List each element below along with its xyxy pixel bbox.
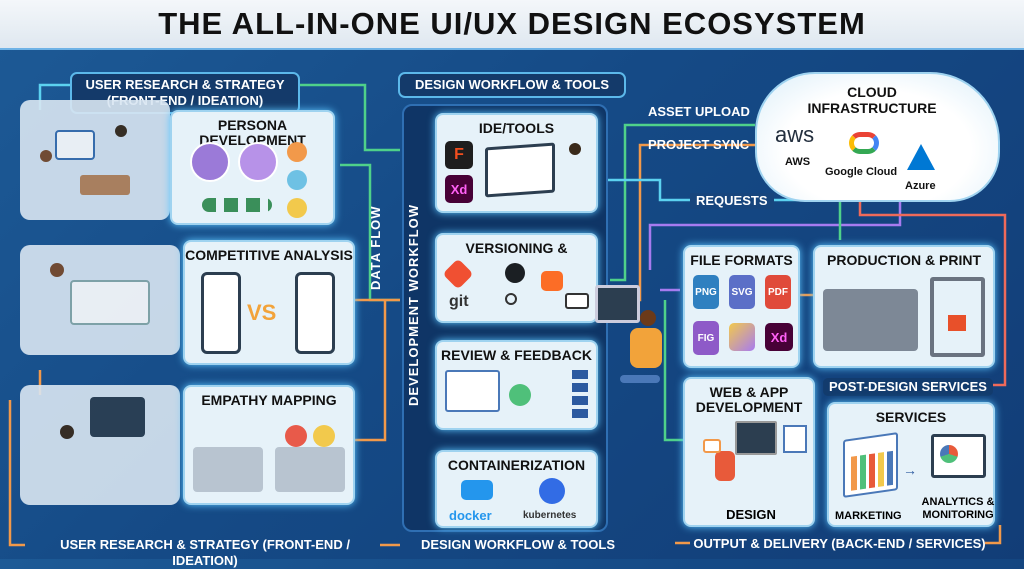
marketing-label: MARKETING [835, 510, 902, 522]
containerization-card: CONTAINERIZATION docker kubernetes [435, 450, 598, 528]
avatar-icon [238, 142, 278, 182]
post-design-services-label: POST-DESIGN SERVICES [823, 378, 993, 396]
git-label: git [449, 293, 469, 310]
png-file-icon: PNG [693, 275, 719, 309]
production-print-card: PRODUCTION & PRINT [813, 245, 995, 368]
xd-file-icon: Xd [765, 323, 793, 351]
empathy-mapping-card: EMPATHY MAPPING [183, 385, 355, 505]
users-icon [202, 198, 272, 212]
versioning-card: VERSIONING & git [435, 233, 598, 323]
web-app-development-card: WEB & APP DEVELOPMENT DESIGN [683, 377, 815, 527]
figma-icon: F [445, 141, 473, 169]
git-icon [442, 258, 474, 290]
middle-section-header: DESIGN WORKFLOW & TOOLS [398, 72, 626, 98]
analysis-illustration [20, 245, 180, 355]
webpage-icon [783, 425, 807, 453]
project-sync-label: PROJECT SYNC [648, 137, 750, 152]
sketch-file-icon [729, 323, 755, 351]
3d-printer-icon [930, 277, 985, 357]
versioning-title: VERSIONING & [465, 240, 568, 256]
middle-section-footer: DESIGN WORKFLOW & TOOLS [420, 537, 616, 552]
ide-tools-title: IDE/TOOLS [478, 120, 555, 136]
services-card: SERVICES → MARKETING ANALYTICS & MONITOR… [827, 402, 995, 527]
person-icon [569, 143, 581, 155]
designer-illustration [590, 280, 680, 420]
emotion-icon [285, 425, 307, 447]
team-illustration [20, 100, 170, 220]
development-workflow-label: DEVELOPMENT WORKFLOW [406, 204, 421, 406]
document-icon [445, 370, 500, 412]
docker-icon [461, 480, 493, 500]
kubernetes-icon [539, 478, 565, 504]
asset-upload-label: ASSET UPLOAD [648, 104, 750, 119]
github-icon [505, 263, 525, 283]
ide-tools-card: IDE/TOOLS F Xd [435, 113, 598, 213]
google-cloud-label: Google Cloud [825, 166, 898, 178]
persona-development-card: PERSONA DEVELOPMENT [170, 110, 335, 225]
cloud-title: CLOUD INFRASTRUCTURE [807, 84, 937, 116]
code-monitor-icon [735, 421, 777, 455]
avatar-icon [287, 142, 307, 162]
avatar-icon [190, 142, 230, 182]
web-app-development-title: WEB & APP DEVELOPMENT [695, 384, 803, 415]
workspace-illustration [20, 385, 180, 505]
requests-label: REQUESTS [690, 193, 774, 209]
kubernetes-label: kubernetes [523, 510, 577, 521]
bar-chart-icon [843, 432, 898, 498]
design-label: DESIGN [726, 507, 776, 522]
competitive-analysis-title: COMPETITIVE ANALYSIS [185, 247, 353, 263]
box-icon [193, 447, 263, 492]
checkmark-icon [509, 384, 531, 406]
adobe-xd-icon: Xd [445, 175, 473, 203]
aws-icon: aws [775, 122, 815, 147]
commit-node-icon [505, 293, 517, 305]
left-section-footer: USER RESEARCH & STRATEGY (FRONT-END / ID… [60, 537, 350, 568]
page-title: THE ALL-IN-ONE UI/UX DESIGN ECOSYSTEM [0, 0, 1024, 50]
phone-icon [201, 272, 241, 354]
svg-file-icon: SVG [729, 275, 755, 309]
fig-file-icon: FIG [693, 321, 719, 355]
cloud-infrastructure: CLOUD INFRASTRUCTURE aws AWS Google Clou… [755, 72, 1000, 202]
aws-label: AWS [785, 156, 811, 168]
review-feedback-title: REVIEW & FEEDBACK [441, 347, 592, 363]
database-icon [572, 370, 588, 422]
easel-icon [485, 142, 555, 198]
azure-icon [907, 144, 935, 170]
comment-icon [565, 293, 589, 309]
emotion-icon [313, 425, 335, 447]
persona-development-title: PERSONA DEVELOPMENT [199, 117, 306, 148]
chat-icon [703, 439, 721, 453]
azure-label: Azure [905, 180, 936, 192]
file-formats-title: FILE FORMATS [690, 252, 793, 268]
avatar-icon [287, 198, 307, 218]
empathy-mapping-title: EMPATHY MAPPING [201, 392, 337, 408]
vs-label: VS [247, 300, 277, 325]
production-print-title: PRODUCTION & PRINT [827, 252, 981, 268]
pdf-file-icon: PDF [765, 275, 791, 309]
containerization-title: CONTAINERIZATION [447, 457, 586, 473]
competitive-analysis-card: COMPETITIVE ANALYSIS VS [183, 240, 355, 365]
printing-press-icon [823, 289, 918, 351]
avatar-icon [287, 170, 307, 190]
services-title: SERVICES [875, 409, 947, 425]
google-cloud-icon [849, 132, 879, 154]
box-icon [275, 447, 345, 492]
gitlab-icon [541, 271, 563, 291]
arrow-right-icon: → [903, 462, 917, 478]
data-flow-label: DATA FLOW [368, 205, 383, 290]
docker-label: docker [449, 508, 492, 523]
right-section-footer: OUTPUT & DELIVERY (BACK-END / SERVICES) [693, 536, 986, 551]
analytics-monitoring-label: ANALYTICS & MONITORING [921, 496, 995, 521]
phone-icon [295, 272, 335, 354]
developer-icon [715, 451, 735, 481]
analytics-monitor-icon [931, 434, 986, 478]
review-feedback-card: REVIEW & FEEDBACK [435, 340, 598, 430]
file-formats-card: FILE FORMATS PNG SVG PDF FIG Xd [683, 245, 800, 368]
